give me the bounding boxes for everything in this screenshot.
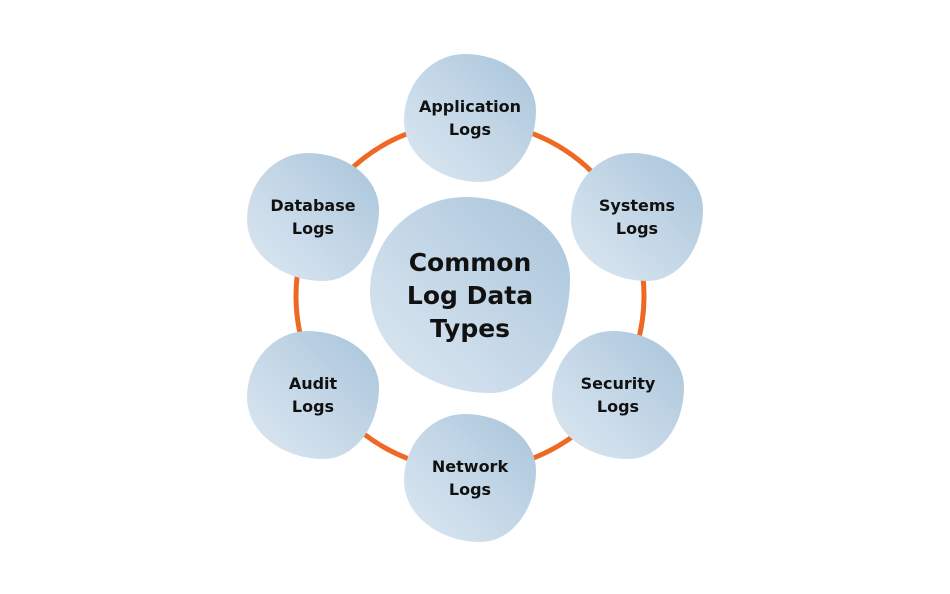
node-database-logs: Database Logs <box>247 153 379 281</box>
node-label: Security Logs <box>580 374 656 416</box>
center-node: Common Log Data Types <box>370 197 570 393</box>
node-security-logs: Security Logs <box>552 331 684 459</box>
node-label: Database Logs <box>270 196 356 238</box>
node-network-logs: Network Logs <box>404 414 536 542</box>
node-label: Audit Logs <box>288 374 338 416</box>
node-label: Systems Logs <box>598 196 676 238</box>
node-label: Application Logs <box>418 97 522 139</box>
node-label: Network Logs <box>431 457 509 499</box>
center-label: Common Log Data Types <box>406 247 534 343</box>
node-systems-logs: Systems Logs <box>571 153 703 281</box>
node-application-logs: Application Logs <box>404 54 536 182</box>
node-audit-logs: Audit Logs <box>247 331 379 459</box>
